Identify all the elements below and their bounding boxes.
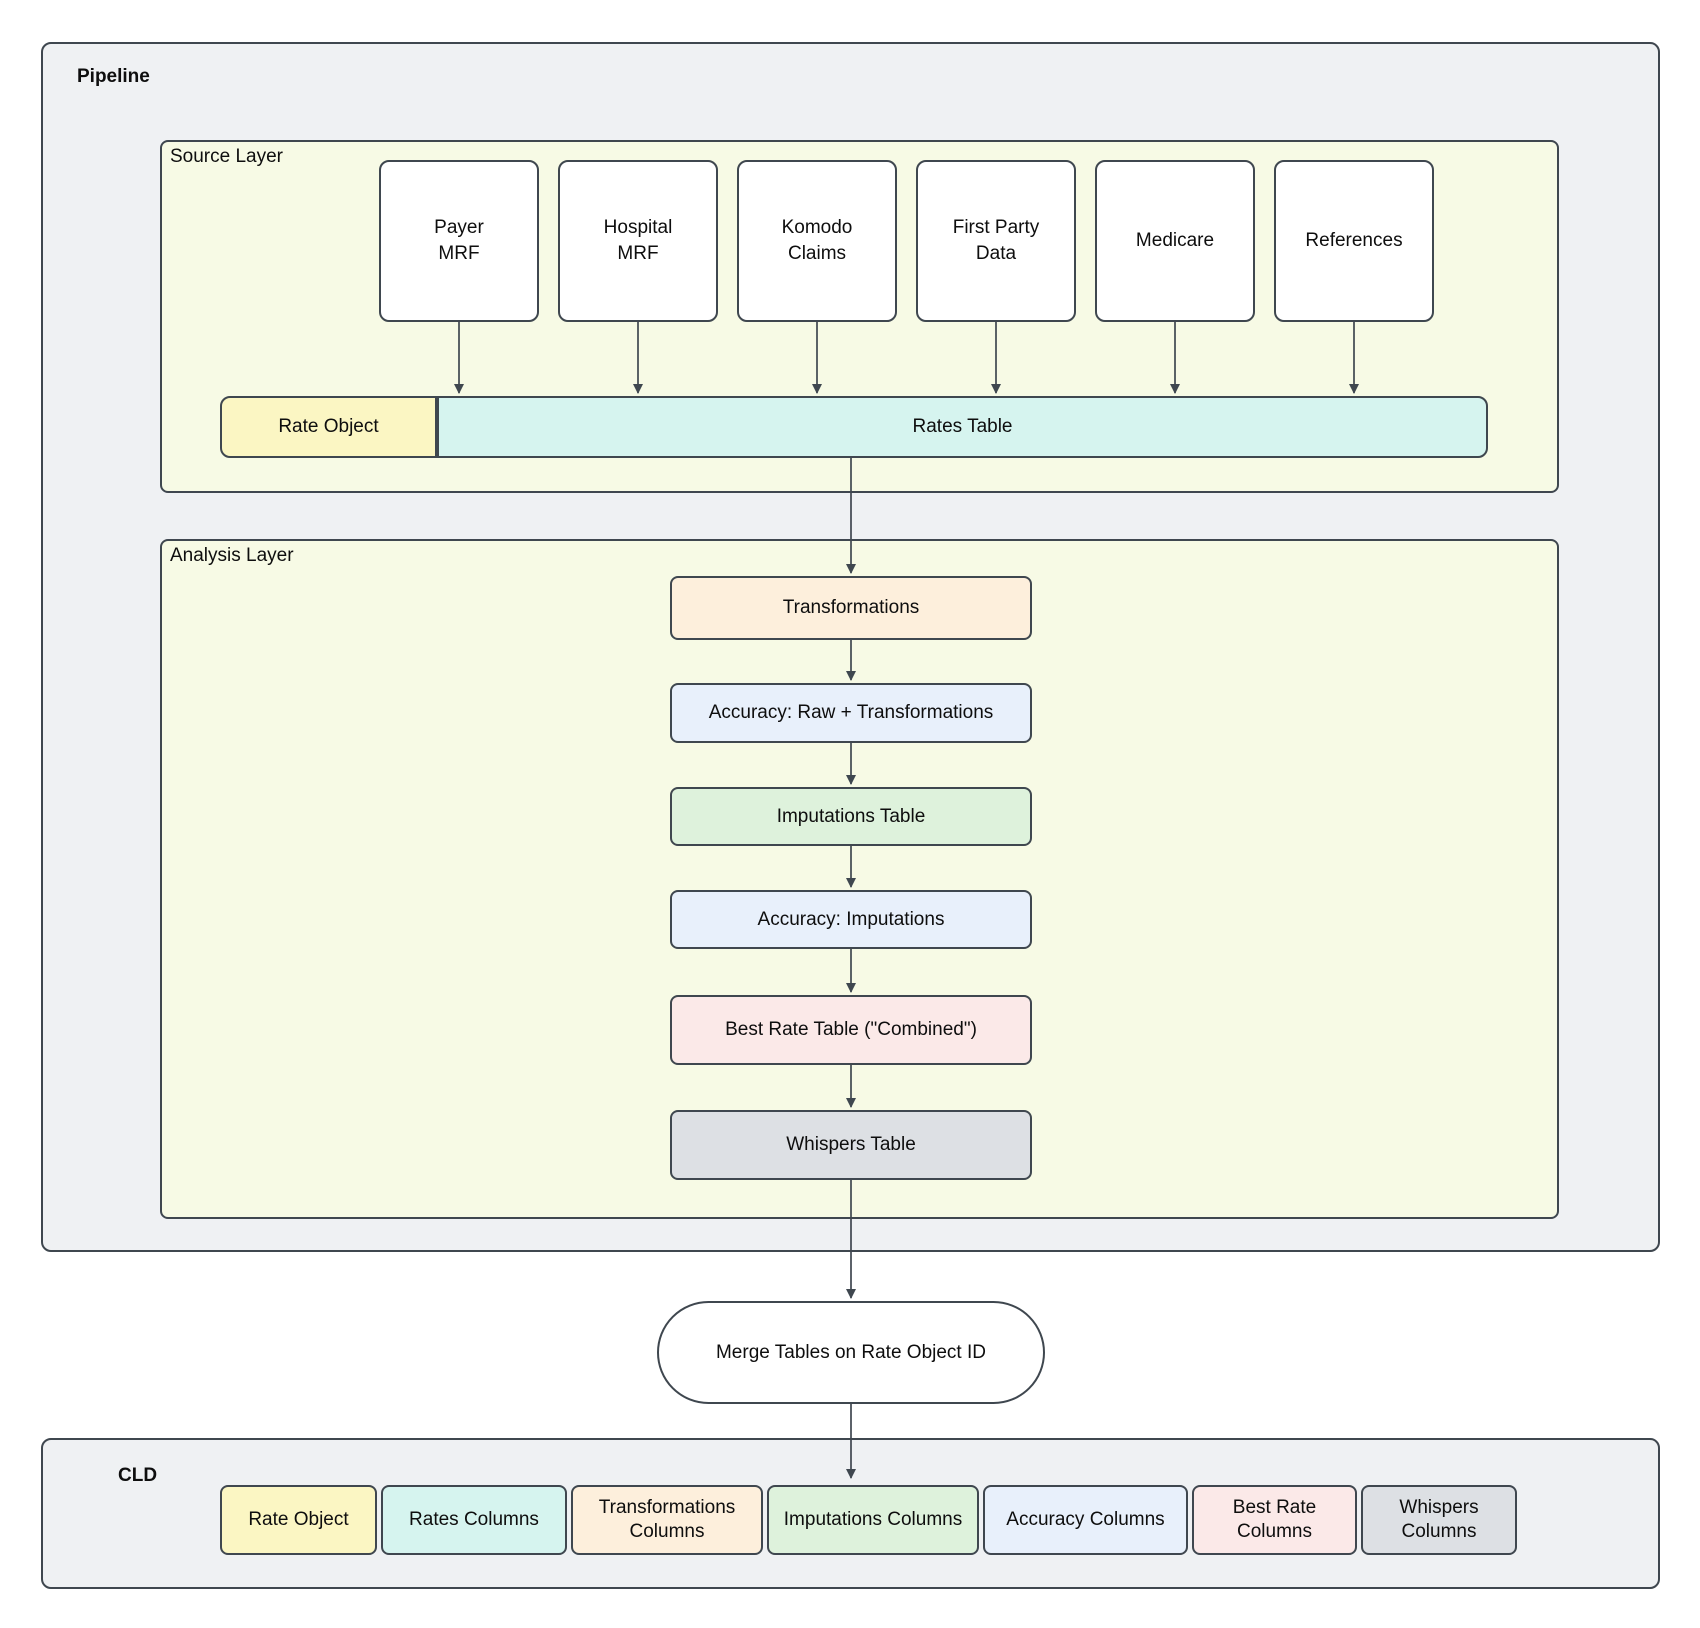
cld-chip-rates-columns: Rates Columns: [381, 1485, 567, 1555]
source-node-hospital-mrf: Hospital MRF: [558, 160, 718, 322]
step-best-rate-table: Best Rate Table ("Combined"): [670, 995, 1032, 1065]
source-node-payer-mrf: Payer MRF: [379, 160, 539, 322]
cld-chip-imputations-columns: Imputations Columns: [767, 1485, 979, 1555]
source-node-medicare: Medicare: [1095, 160, 1255, 322]
merge-tables-node: Merge Tables on Rate Object ID: [657, 1301, 1045, 1404]
step-whispers-table: Whispers Table: [670, 1110, 1032, 1180]
source-layer-label: Source Layer: [170, 146, 284, 167]
cld-chip-rate-object: Rate Object: [220, 1485, 377, 1555]
source-node-references: References: [1274, 160, 1434, 322]
cld-chip-best-rate-columns: Best Rate Columns: [1192, 1485, 1357, 1555]
analysis-layer-label: Analysis Layer: [170, 545, 294, 566]
step-accuracy-imputations: Accuracy: Imputations: [670, 890, 1032, 949]
source-node-komodo-claims: Komodo Claims: [737, 160, 897, 322]
step-accuracy-raw-transformations: Accuracy: Raw + Transformations: [670, 683, 1032, 743]
analysis-layer-group: Analysis Layer: [160, 539, 1559, 1219]
step-transformations: Transformations: [670, 576, 1032, 640]
source-node-first-party-data: First Party Data: [916, 160, 1076, 322]
cld-chip-transformations-columns: Transformations Columns: [571, 1485, 763, 1555]
cld-title: CLD: [118, 1465, 158, 1486]
rate-object-node: Rate Object: [220, 396, 437, 458]
cld-chip-accuracy-columns: Accuracy Columns: [983, 1485, 1188, 1555]
step-imputations-table: Imputations Table: [670, 787, 1032, 846]
cld-chip-whispers-columns: Whispers Columns: [1361, 1485, 1517, 1555]
pipeline-title: Pipeline: [77, 66, 150, 87]
rates-table-node: Rates Table: [437, 396, 1488, 458]
